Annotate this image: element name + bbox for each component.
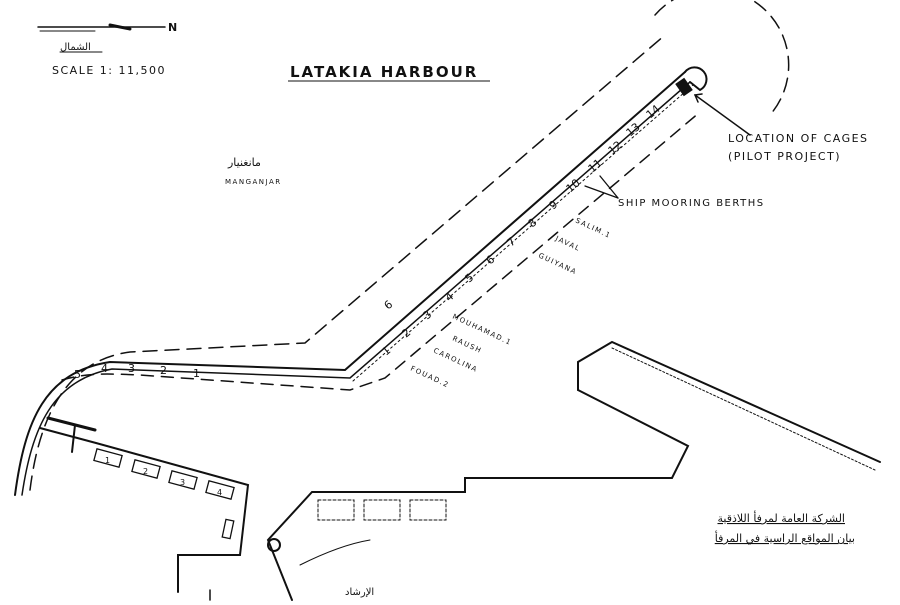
north-arrow: [37, 23, 166, 32]
footer-arabic-1: الشركة العامة لمرفأ اللاذقية: [717, 510, 845, 525]
outer-dashed-line: [29, 34, 666, 491]
berth-number: 10: [564, 176, 583, 195]
roundhead-dashed-arc: [654, 0, 790, 116]
upper-berth-number: 6: [382, 298, 396, 312]
west-quay: [39, 416, 250, 601]
berth-number: 3: [421, 308, 435, 322]
berth-number: 5: [463, 271, 477, 285]
curve-berth-numbers: 5 4 3 2 1: [74, 362, 200, 381]
pilot-station-label: الإرشاد: [345, 587, 374, 598]
diagonal-berth-numbers: 1 2 3 4 5 6 7 8 9 10 11 12 13 14: [380, 102, 663, 358]
berth-number: 1: [380, 344, 394, 358]
cages-marker: [675, 77, 693, 97]
inner-arc: [299, 539, 371, 566]
berth-number: 4: [443, 290, 457, 304]
berth-number: 4: [101, 362, 108, 375]
ship-name: FOUAD.2: [409, 365, 450, 390]
berths-arrows: [584, 175, 619, 199]
cages-label-1: LOCATION OF CAGES: [728, 132, 869, 145]
berth-number: 1: [193, 367, 200, 380]
berths-label: SHIP MOORING BERTHS: [618, 198, 765, 209]
ship-name: JAVAL: [553, 234, 582, 253]
berth-number: 2: [160, 364, 167, 377]
anchorage-label: MANGANJAR: [225, 178, 282, 186]
scale-label: SCALE 1: 11,500: [52, 64, 166, 77]
shed-number: 1: [105, 456, 110, 465]
shed-number: 2: [143, 467, 148, 476]
ship-name: RAUSH: [451, 335, 483, 356]
ship-name: SALIM.1: [574, 217, 612, 241]
berth-number: 5: [74, 368, 81, 381]
sheds-west: [93, 448, 235, 540]
map-title: LATAKIA HARBOUR: [290, 63, 478, 81]
east-pier: [266, 340, 881, 601]
ship-name: GUIYANA: [537, 252, 578, 277]
berth-number: 7: [505, 235, 519, 249]
north-label: N: [168, 21, 177, 34]
cages-arrow: [693, 93, 751, 136]
cages-label-2: (PILOT PROJECT): [728, 150, 841, 163]
north-caption-arabic: الشمال: [60, 42, 91, 53]
shed-number: 4: [217, 488, 222, 497]
berth-number: 3: [128, 362, 135, 375]
warehouses-south: [317, 499, 447, 521]
anchorage-arabic: مانغنيار: [227, 156, 261, 169]
breakwater: [14, 66, 708, 496]
footer-arabic-2: بيان المواقع الراسية في المرفأ: [715, 530, 855, 545]
berth-number: 8: [526, 216, 540, 230]
berth-line: [61, 111, 701, 391]
shed-number: 3: [180, 478, 185, 487]
shed-numbers: 1 2 3 4: [105, 456, 222, 497]
